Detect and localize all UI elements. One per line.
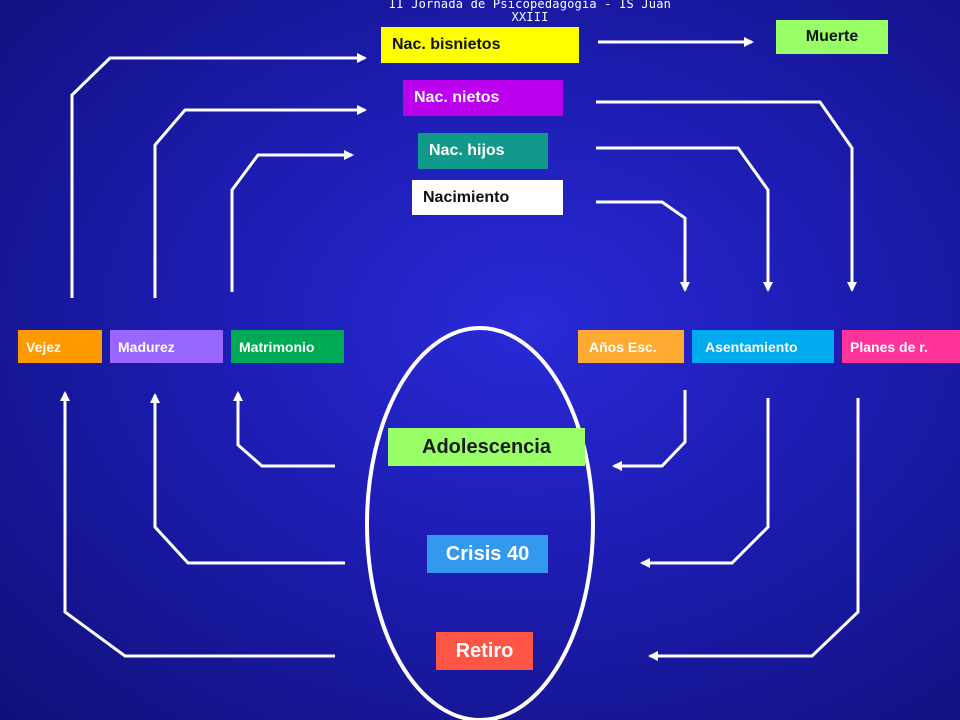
box-adolescencia: Adolescencia: [388, 428, 585, 466]
box-muerte-label: Muerte: [805, 28, 859, 45]
arrow-nietos-to-planes: [596, 100, 857, 292]
box-anos-esc: Años Esc.: [578, 330, 684, 363]
box-planes-label: Planes de r.: [850, 338, 928, 355]
arrow-vejez-to-bisnietos: [70, 53, 367, 298]
box-madurez-label: Madurez: [118, 338, 175, 355]
box-anos-esc-label: Años Esc.: [589, 338, 657, 355]
arrow-adolescencia-to-matrimonio: [233, 391, 335, 468]
box-vejez-label: Vejez: [26, 338, 62, 355]
center-ellipse: [365, 326, 595, 720]
arrow-anos-esc-to-adolescencia: [612, 390, 687, 471]
box-nac-nietos-label: Nac. nietos: [414, 89, 500, 106]
arrow-asentamiento-to-crisis: [640, 398, 770, 568]
box-vejez: Vejez: [18, 330, 102, 363]
arrow-madurez-to-nietos: [153, 105, 367, 298]
box-crisis-40: Crisis 40: [427, 535, 548, 573]
arrow-retiro-to-vejez: [60, 391, 335, 658]
box-nac-hijos: Nac. hijos: [418, 133, 548, 169]
box-muerte: Muerte: [776, 20, 888, 54]
box-asentamiento: Asentamiento: [692, 330, 834, 363]
box-nac-bisnietos: Nac. bisnietos: [381, 27, 579, 63]
box-matrimonio-label: Matrimonio: [239, 338, 315, 355]
box-nac-hijos-label: Nac. hijos: [429, 142, 505, 159]
box-asentamiento-label: Asentamiento: [705, 338, 798, 355]
box-madurez: Madurez: [110, 330, 223, 363]
arrow-hijos-to-asentamiento: [596, 146, 773, 292]
box-retiro-label: Retiro: [455, 639, 514, 662]
arrow-planes-to-retiro: [648, 398, 860, 661]
header-title: II Jornada de Psicopedagogía - IS Juan X…: [388, 0, 672, 24]
arrow-matrimonio-to-hijos: [230, 150, 354, 292]
box-matrimonio: Matrimonio: [231, 330, 344, 363]
box-retiro: Retiro: [436, 632, 533, 670]
box-adolescencia-label: Adolescencia: [422, 435, 551, 458]
arrow-crisis-to-madurez: [150, 393, 345, 565]
arrow-nacimiento-to-anos-esc: [596, 200, 690, 292]
box-crisis-40-label: Crisis 40: [445, 542, 530, 565]
box-planes: Planes de r.: [842, 330, 960, 363]
box-nac-nietos: Nac. nietos: [403, 80, 563, 116]
box-nac-bisnietos-label: Nac. bisnietos: [392, 36, 501, 53]
box-nacimiento-label: Nacimiento: [423, 188, 510, 206]
box-nacimiento: Nacimiento: [412, 180, 563, 215]
